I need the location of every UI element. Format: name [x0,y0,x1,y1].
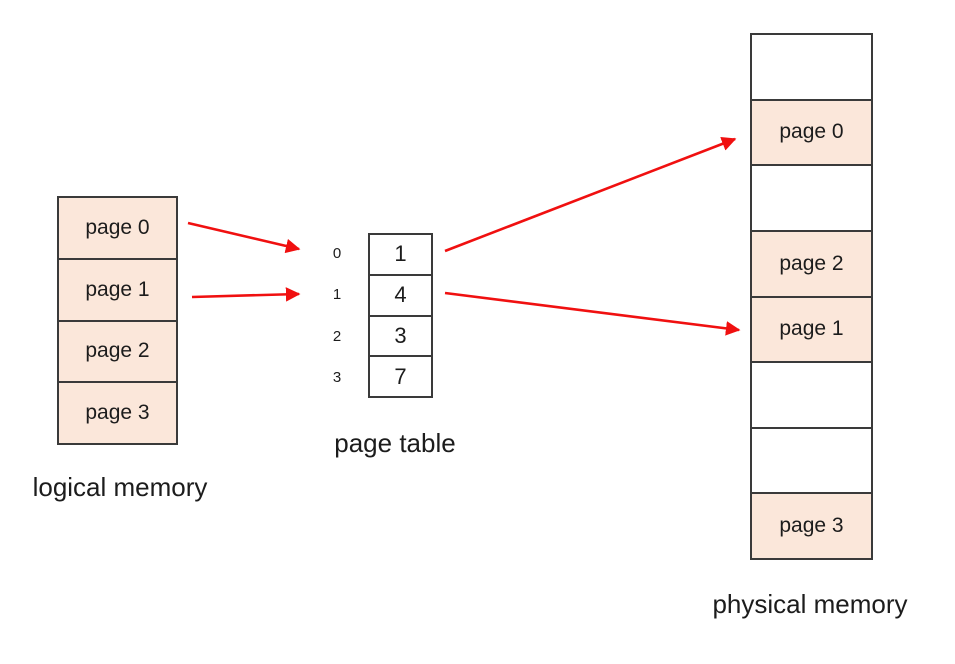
page-table-entry: 3 [370,314,431,356]
physical-memory-frame [752,426,871,493]
logical-memory-cell: page 3 [59,381,176,443]
physical-memory-frame: page 1 [752,295,871,362]
logical-memory-box: page 0 page 1 page 2 page 3 [57,196,178,445]
page-table-index: 1 [332,286,342,304]
page-table-index-column: 0 1 2 3 [320,233,354,398]
physical-memory-frame: page 3 [752,492,871,558]
page-table-index: 2 [332,327,342,345]
logical-memory-cell: page 2 [59,319,176,382]
physical-memory-frame: page 0 [752,98,871,165]
arrow-table-entry1-to-physical-frame4 [444,291,741,336]
page-table-index: 0 [332,245,342,263]
page-table-entry: 4 [370,273,431,315]
logical-memory-cell: page 1 [59,257,176,320]
page-table-index: 3 [332,368,342,386]
page-table-label: page table [334,428,456,458]
arrow-logical-page0-to-table-entry0 [187,221,301,254]
page-table-box: 1 4 3 7 [368,233,433,398]
physical-memory-frame: page 2 [752,229,871,296]
physical-memory-frame [752,164,871,230]
page-table-entry: 7 [370,355,431,396]
arrow-table-entry0-to-physical-frame1 [444,136,737,253]
physical-memory-frame [752,35,871,99]
logical-memory-cell: page 0 [59,198,176,258]
physical-memory-frame [752,361,871,427]
physical-memory-box: page 0 page 2 page 1 page 3 [750,33,873,560]
physical-memory-label: physical memory [712,589,908,619]
logical-memory-label: logical memory [32,472,208,502]
page-table-entry: 1 [394,241,407,267]
arrow-logical-page1-to-table-entry1 [191,287,301,302]
